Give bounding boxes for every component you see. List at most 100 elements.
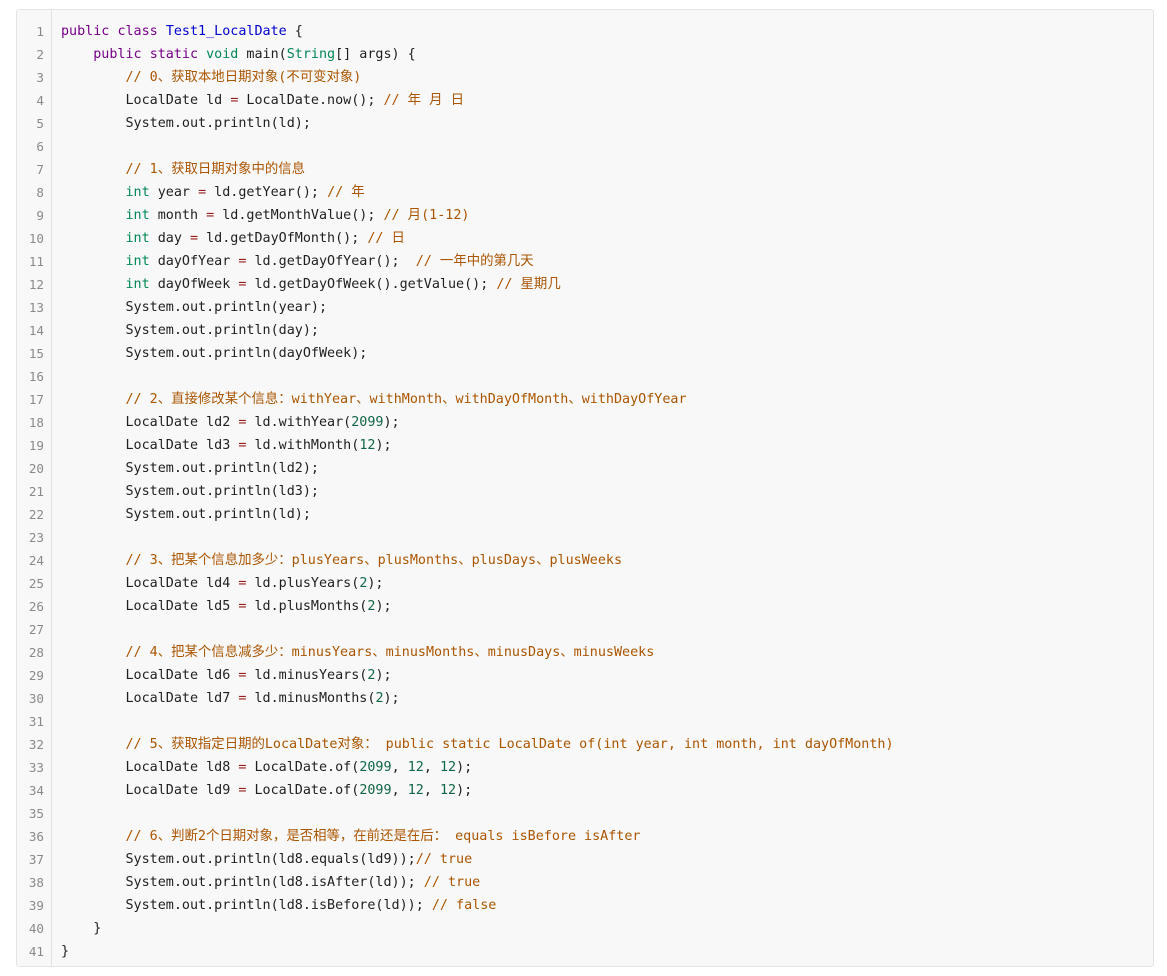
code-token xyxy=(61,185,126,200)
code-token: System.out.println(ld2); xyxy=(61,460,319,476)
code-token xyxy=(198,47,206,62)
code-token: LocalDate ld3 xyxy=(61,437,239,453)
code-token: 12 xyxy=(439,759,457,775)
line-number: 24 xyxy=(28,552,44,568)
code-line: 13 System.out.println(year); xyxy=(17,296,1153,319)
code-line: 2 public static void main(String[] args)… xyxy=(17,43,1153,66)
code-token: 12 xyxy=(407,759,424,775)
code-line: 16 xyxy=(17,365,1153,388)
code-text: int dayOfYear = ld.getDayOfYear(); // 一年… xyxy=(61,250,534,273)
line-number: 1 xyxy=(36,23,44,39)
code-token: } xyxy=(61,943,70,959)
code-line: 24 // 3、把某个信息加多少：plusYears、plusMonths、pl… xyxy=(17,549,1153,572)
code-token: ld.withMonth( xyxy=(246,437,360,453)
code-token: = xyxy=(238,253,247,269)
code-text: System.out.println(ld); xyxy=(61,503,310,526)
code-line: 26 LocalDate ld5 = ld.plusMonths(2); xyxy=(17,595,1153,618)
code-token: ); xyxy=(383,690,400,706)
code-token: ld.withYear( xyxy=(246,414,352,430)
line-number: 8 xyxy=(36,184,44,200)
code-token: LocalDate.now(); xyxy=(238,92,384,108)
line-number-gutter xyxy=(17,10,52,966)
code-token: ld.minusYears( xyxy=(246,667,368,683)
code-token: System.out.println(ld8.equals(ld9)); xyxy=(61,851,416,867)
code-text: System.out.println(ld8.equals(ld9));// t… xyxy=(61,848,472,871)
line-number: 12 xyxy=(28,276,44,292)
line-number: 38 xyxy=(28,874,44,890)
code-text: } xyxy=(61,917,101,940)
code-line: 23 xyxy=(17,526,1153,549)
code-token: // 6、判断2个日期对象，是否相等，在前还是在后： equals isBefo… xyxy=(125,828,641,844)
code-token: = xyxy=(238,414,247,430)
code-token: ); xyxy=(456,782,473,798)
code-token xyxy=(61,162,126,177)
code-token: month xyxy=(149,207,207,223)
line-number: 33 xyxy=(28,759,44,775)
code-text: System.out.println(ld2); xyxy=(61,457,319,480)
code-token: LocalDate ld7 xyxy=(61,690,239,706)
code-token: System.out.println(ld); xyxy=(61,115,311,131)
code-token xyxy=(61,231,126,246)
code-token: Test1_LocalDate xyxy=(165,23,287,39)
code-text: int day = ld.getDayOfMonth(); // 日 xyxy=(61,227,405,250)
line-number: 30 xyxy=(28,690,44,706)
code-text: // 1、获取日期对象中的信息 xyxy=(61,158,306,181)
code-line: 41} xyxy=(17,940,1153,963)
code-token: dayOfWeek xyxy=(149,276,239,292)
code-token: 12 xyxy=(439,782,457,798)
code-token: = xyxy=(238,759,247,775)
code-token: int xyxy=(125,230,150,246)
code-token: // 年 月 日 xyxy=(383,92,464,108)
code-text: public class Test1_LocalDate { xyxy=(61,20,303,43)
code-token: ld.getDayOfMonth(); xyxy=(198,230,368,246)
line-number: 35 xyxy=(28,805,44,821)
line-number: 36 xyxy=(28,828,44,844)
code-line: 35 xyxy=(17,802,1153,825)
code-line: 8 int year = ld.getYear(); // 年 xyxy=(17,181,1153,204)
code-token: 2099 xyxy=(359,759,392,775)
code-token: = xyxy=(238,782,247,798)
code-token: = xyxy=(238,598,247,614)
code-token: System.out.println(day); xyxy=(61,322,319,338)
code-token: 2 xyxy=(375,690,384,706)
code-text: int dayOfWeek = ld.getDayOfWeek().getVal… xyxy=(61,273,561,296)
code-line: 29 LocalDate ld6 = ld.minusYears(2); xyxy=(17,664,1153,687)
code-token: 2 xyxy=(359,575,368,591)
code-token: // 3、把某个信息加多少：plusYears、plusMonths、plusD… xyxy=(125,552,623,568)
code-token: int xyxy=(125,253,150,269)
code-text: // 4、把某个信息减多少：minusYears、minusMonths、min… xyxy=(61,641,655,664)
code-block[interactable]: 1 public class Test1_LocalDate {2 public … xyxy=(16,9,1154,967)
line-number: 6 xyxy=(36,138,44,154)
code-token: ld.getMonthValue(); xyxy=(214,207,384,223)
code-token: year xyxy=(149,184,199,200)
code-token: public xyxy=(93,46,142,62)
code-token xyxy=(61,553,126,568)
code-line: 15 System.out.println(dayOfWeek); xyxy=(17,342,1153,365)
code-token: 12 xyxy=(359,437,376,453)
code-token xyxy=(61,737,126,752)
code-token: main( xyxy=(238,46,287,62)
code-text: LocalDate ld4 = ld.plusYears(2); xyxy=(61,572,383,595)
code-line: 27 xyxy=(17,618,1153,641)
code-token: = xyxy=(238,575,247,591)
code-token xyxy=(158,24,166,39)
code-text: LocalDate ld2 = ld.withYear(2099); xyxy=(61,411,399,434)
code-line: 39 System.out.println(ld8.isBefore(ld));… xyxy=(17,894,1153,917)
code-token: , xyxy=(423,782,440,798)
code-token: = xyxy=(238,667,247,683)
code-token: // true xyxy=(423,874,481,890)
line-number: 14 xyxy=(28,322,44,338)
code-token: ld.minusMonths( xyxy=(246,690,376,706)
code-token: ); xyxy=(375,667,392,683)
code-token: // 日 xyxy=(367,230,405,246)
code-line: 6 xyxy=(17,135,1153,158)
code-token: // true xyxy=(415,851,473,867)
code-text: System.out.println(year); xyxy=(61,296,327,319)
code-token: ld.getDayOfWeek().getValue(); xyxy=(246,276,497,292)
code-line: 31 xyxy=(17,710,1153,733)
code-token: LocalDate ld4 xyxy=(61,575,239,591)
line-number: 15 xyxy=(28,345,44,361)
code-token: void xyxy=(206,46,239,62)
line-number: 9 xyxy=(36,207,44,223)
code-line: 10 int day = ld.getDayOfMonth(); // 日 xyxy=(17,227,1153,250)
